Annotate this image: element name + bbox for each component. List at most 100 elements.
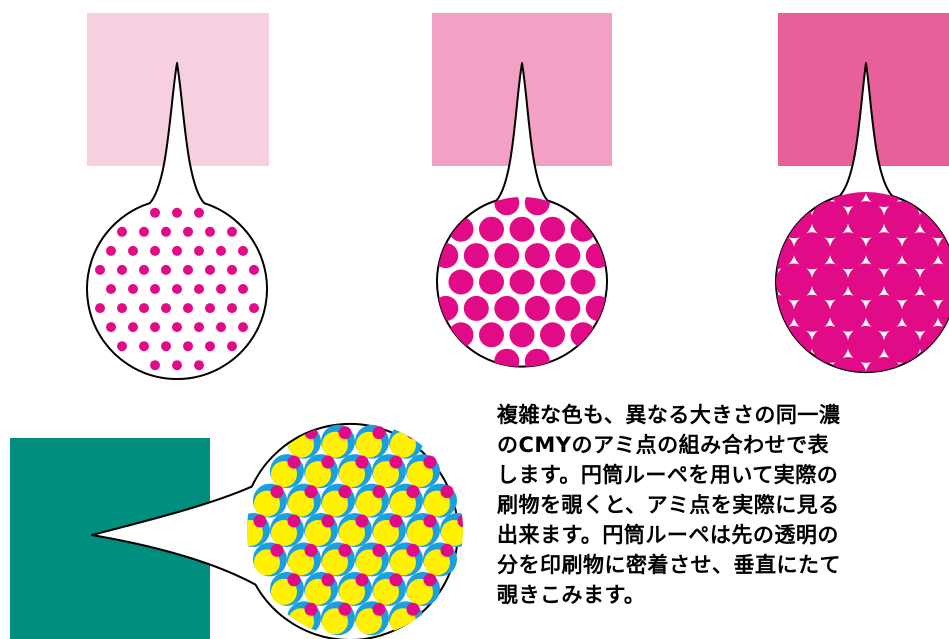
yellow-dot — [271, 578, 297, 605]
panel-medium-tint — [432, 13, 612, 368]
yellow-dot — [356, 431, 382, 458]
halftone-dot — [139, 303, 149, 314]
halftone-dot — [829, 357, 867, 372]
halftone-dot — [249, 303, 259, 314]
yellow-dot — [305, 578, 331, 605]
magenta-dot — [423, 514, 437, 528]
halftone-dot — [238, 322, 248, 333]
yellow-dot — [373, 461, 399, 488]
yellow-dot — [390, 490, 416, 517]
description-line: 分を印刷物に密着させ、垂直にたて — [497, 553, 841, 577]
magenta-dot — [270, 485, 284, 499]
halftone-dot — [509, 269, 535, 295]
halftone-dot — [524, 243, 550, 269]
halftone-dot — [570, 322, 596, 348]
description-line: 覗きこみます。 — [497, 583, 646, 607]
magenta-dot — [440, 543, 454, 557]
cmy-halftone-dots — [247, 424, 463, 636]
halftone-dots-small — [95, 207, 259, 371]
halftone-dot — [509, 322, 535, 348]
halftone-dot — [509, 216, 535, 242]
halftone-dot — [570, 216, 596, 242]
halftone-dot — [128, 284, 138, 294]
yellow-dot — [339, 461, 365, 488]
halftone-dot — [227, 226, 237, 237]
halftone-dot — [494, 348, 520, 367]
magenta-dot — [338, 543, 352, 557]
halftone-dot — [919, 263, 949, 301]
magenta-dot — [372, 426, 386, 440]
halftone-dot — [865, 294, 903, 332]
magenta-dot — [304, 485, 318, 499]
description-line: します。円筒ルーペを用いて実際の — [497, 463, 839, 487]
halftone-dot — [227, 341, 237, 352]
halftone-dot — [139, 226, 149, 237]
halftone-dot — [128, 245, 138, 256]
halftone-dot — [883, 201, 921, 239]
magenta-dot — [389, 455, 403, 469]
halftone-dot — [479, 269, 504, 295]
yellow-dot — [356, 549, 382, 576]
yellow-dot — [254, 549, 280, 576]
halftone-dot — [811, 201, 849, 239]
halftone-dot — [901, 294, 939, 332]
yellow-dot — [305, 461, 331, 488]
halftone-dot — [95, 264, 105, 275]
halftone-dot — [95, 303, 105, 314]
halftone-dot — [238, 245, 248, 256]
halftone-dot — [793, 232, 831, 270]
magenta-dot — [372, 485, 386, 499]
halftone-dot — [227, 303, 237, 314]
magenta-dot — [355, 573, 369, 587]
yellow-dot — [356, 490, 382, 517]
halftone-dot — [194, 360, 204, 371]
magenta-dot — [253, 514, 267, 528]
halftone-dot — [205, 303, 215, 314]
halftone-dot — [811, 325, 849, 363]
yellow-dot — [288, 549, 314, 576]
magenta-dot — [270, 543, 284, 557]
magenta-dot — [287, 514, 301, 528]
magenta-dot — [372, 602, 386, 616]
halftone-dot — [829, 232, 867, 270]
yellow-dot — [373, 520, 399, 546]
halftone-dot — [150, 322, 160, 333]
halftone-dot — [479, 322, 504, 348]
halftone-dot — [150, 245, 160, 256]
magenta-dot — [338, 485, 352, 499]
halftone-dot — [172, 322, 182, 333]
halftone-dot — [524, 348, 550, 367]
halftone-dot — [865, 357, 903, 372]
halftone-dot — [117, 303, 127, 314]
halftone-dot — [555, 243, 581, 269]
halftone-dot — [238, 284, 248, 294]
magenta-dot — [321, 573, 335, 587]
description-line: 出来ます。円筒ルーペは先の透明の — [497, 523, 839, 547]
halftone-dot — [183, 303, 193, 314]
halftone-dot — [448, 269, 474, 295]
halftone-dots-large — [776, 192, 949, 372]
halftone-dot — [139, 341, 149, 352]
yellow-dot — [305, 520, 331, 546]
yellow-dot — [356, 608, 382, 635]
yellow-dot — [322, 431, 348, 458]
halftone-dot — [776, 232, 795, 270]
halftone-dot — [448, 216, 474, 242]
halftone-dot — [437, 295, 459, 321]
yellow-dot — [373, 578, 399, 605]
halftone-dot — [524, 197, 550, 216]
halftone-dot — [883, 325, 921, 363]
magenta-dot — [304, 602, 318, 616]
halftone-dot — [205, 264, 215, 275]
halftone-dot — [776, 263, 813, 301]
halftone-dot — [829, 294, 867, 332]
magenta-dot — [406, 426, 420, 440]
magenta-dot — [355, 514, 369, 528]
halftone-dot — [463, 243, 489, 269]
yellow-dot — [424, 549, 450, 576]
halftone-dot — [776, 325, 813, 363]
magenta-dot — [287, 573, 301, 587]
yellow-dot — [322, 490, 348, 517]
halftone-dot — [585, 243, 607, 269]
magenta-dot — [406, 602, 420, 616]
